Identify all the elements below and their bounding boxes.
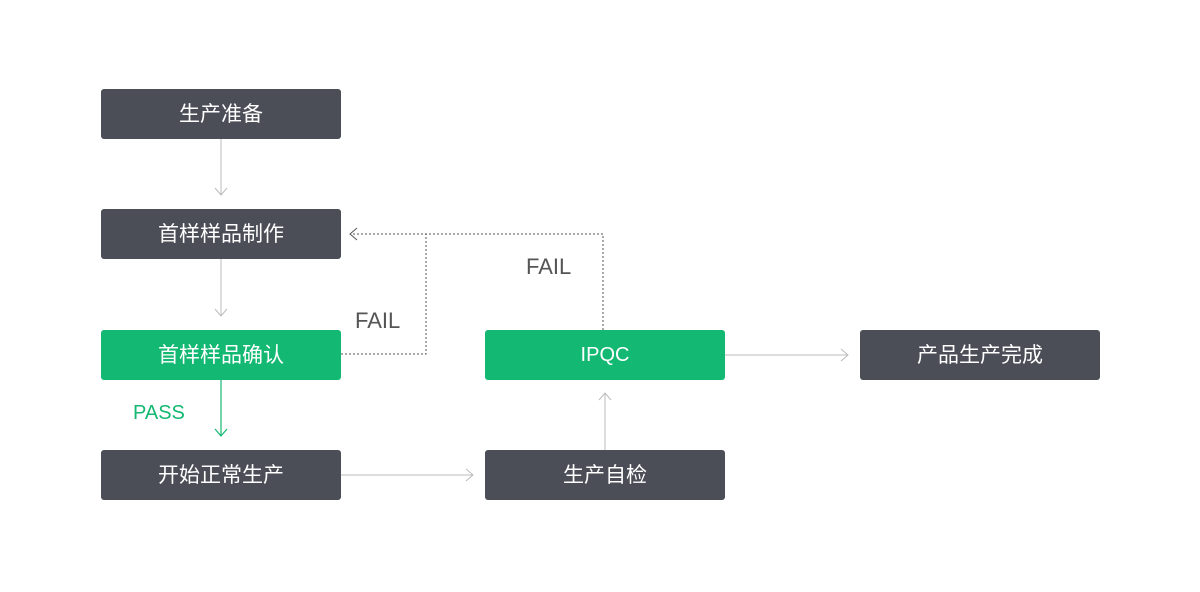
node-first-sample-confirm: 首样样品确认 — [101, 330, 341, 380]
arrowhead-sample-fail — [349, 227, 358, 241]
arrow-start-to-selfcheck — [341, 468, 474, 482]
node-production-prep: 生产准备 — [101, 89, 341, 139]
arrow-sample-to-confirm — [214, 259, 228, 317]
node-ipqc: IPQC — [485, 330, 725, 380]
node-self-check: 生产自检 — [485, 450, 725, 500]
node-start-production: 开始正常生产 — [101, 450, 341, 500]
node-production-complete: 产品生产完成 — [860, 330, 1100, 380]
node-first-sample-make: 首样样品制作 — [101, 209, 341, 259]
arrow-selfcheck-to-ipqc — [598, 392, 612, 450]
arrow-prep-to-sample — [214, 139, 228, 196]
arrow-ipqc-fail-loop — [351, 233, 604, 330]
edge-label-fail-ipqc: FAIL — [526, 254, 572, 279]
arrow-ipqc-to-complete — [725, 348, 849, 362]
edge-label-pass: PASS — [133, 402, 185, 424]
arrow-confirm-to-start-pass — [214, 380, 228, 437]
edge-label-fail-confirm: FAIL — [355, 308, 401, 333]
arrow-confirm-fail-loop — [341, 234, 427, 355]
